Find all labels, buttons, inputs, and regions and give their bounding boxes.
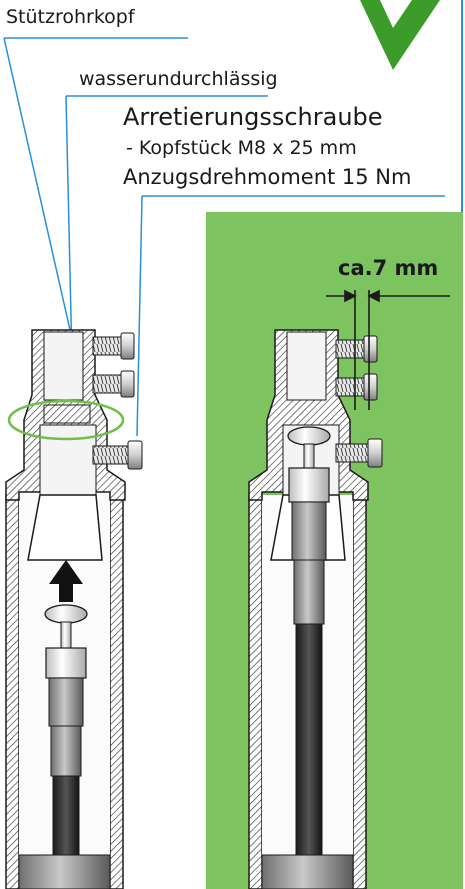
check-mark-icon <box>360 0 440 70</box>
right-assembly <box>248 289 450 889</box>
dimension-arrows-icon <box>326 289 450 410</box>
screw-left-2 <box>92 370 135 398</box>
label-screw-spec: - Kopfstück M8 x 25 mm <box>126 137 357 159</box>
arrow-up-icon <box>49 560 83 602</box>
screw-right-3 <box>335 438 383 468</box>
leader-lines <box>3 37 445 437</box>
label-torque: Anzugsdrehmoment 15 Nm <box>123 165 412 189</box>
seal-ring <box>7 399 125 441</box>
label-gap-dimension: ca.7 mm <box>338 256 439 280</box>
label-tube-head: Stützrohrkopf <box>6 6 135 28</box>
screw-right-1 <box>335 335 378 363</box>
left-assembly <box>5 329 143 889</box>
screw-right-2 <box>335 373 378 401</box>
screw-left-3 <box>92 440 143 470</box>
label-waterproof: wasserundurchlässig <box>79 68 278 90</box>
label-locking-screw: Arretierungsschraube <box>123 103 383 131</box>
screw-left-1 <box>92 332 135 360</box>
